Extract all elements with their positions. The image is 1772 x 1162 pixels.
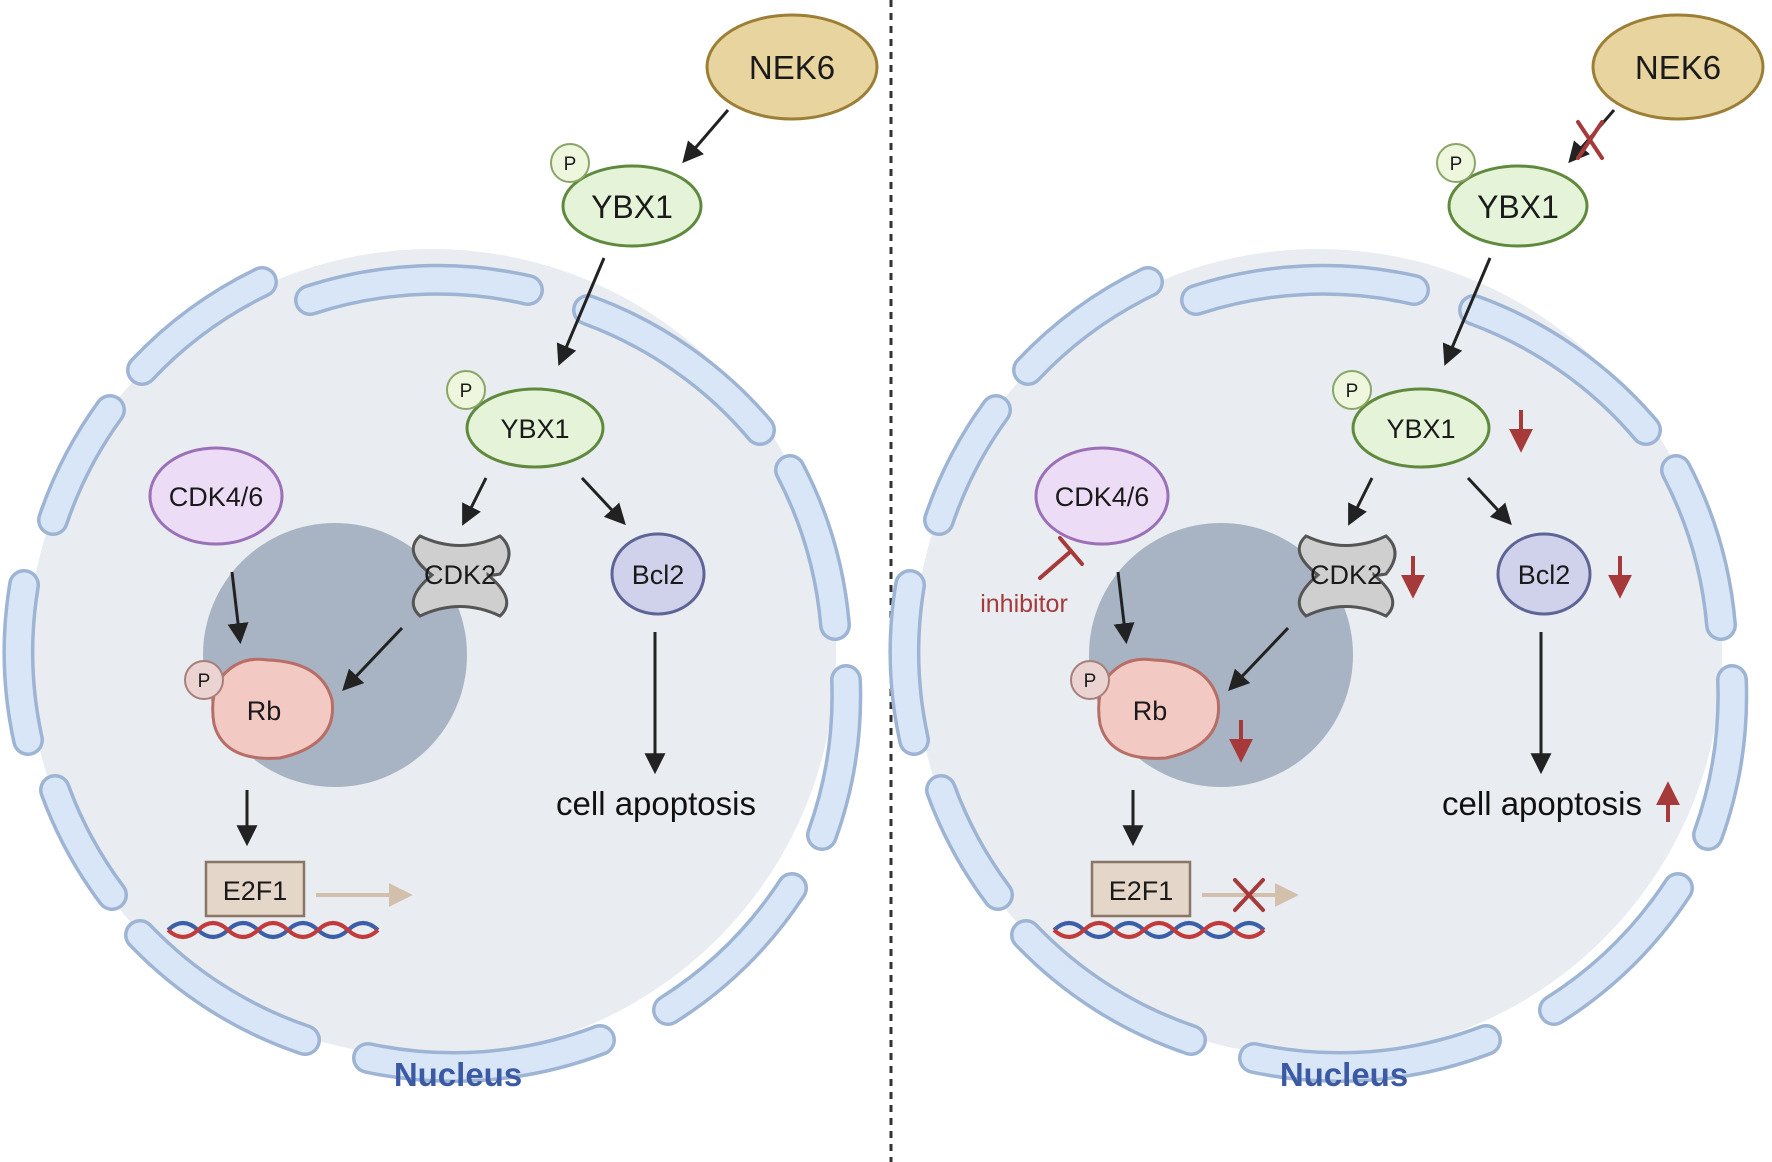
left-panel: NEK6 YBX1 P YBX1 P CDK4/6 CDK2 — [18, 13, 879, 1093]
e2f1-label: E2F1 — [1109, 876, 1174, 906]
arrow-ybx1-bcl2 — [1466, 476, 1512, 526]
rb-node: Rb P — [184, 657, 335, 760]
bcl2-node: Bcl2 — [1496, 532, 1592, 616]
inhibitor-tbar — [1038, 536, 1084, 580]
nucleus-label: Nucleus — [1280, 1056, 1408, 1093]
arrow-cdk2-rb — [1228, 626, 1290, 692]
cell-apoptosis-label: cell apoptosis — [556, 785, 756, 822]
left-arrows — [227, 109, 730, 847]
bcl2-label: Bcl2 — [632, 560, 685, 590]
cdk2-node: CDK2 — [411, 534, 511, 618]
red-trend-arrows — [1229, 410, 1680, 822]
nek6-node: NEK6 — [705, 13, 879, 121]
ybx1-nuclear-label: YBX1 — [500, 414, 569, 444]
phospho-label: P — [564, 154, 577, 175]
rb-label: Rb — [1133, 696, 1168, 726]
bcl2-label: Bcl2 — [1518, 560, 1571, 590]
phospho-badge — [1436, 143, 1476, 183]
ybx1-nuclear-node: YBX1 P — [446, 370, 605, 469]
ybx1-cytoplasm-label: YBX1 — [1477, 189, 1559, 225]
arrow-cdk2-rb — [342, 626, 404, 692]
ybx1-nuclear-label: YBX1 — [1386, 414, 1455, 444]
phospho-badge — [1332, 370, 1372, 410]
block-cross-transcription — [1233, 878, 1265, 912]
phospho-badge — [550, 143, 590, 183]
cdk46-label: CDK4/6 — [169, 482, 264, 512]
cdk46-label: CDK4/6 — [1055, 482, 1150, 512]
cdk46-node: CDK4/6 — [1034, 446, 1170, 546]
rb-label: Rb — [247, 696, 282, 726]
e2f1-node: E2F1 — [204, 860, 306, 918]
cell-apoptosis-label: cell apoptosis — [1442, 785, 1642, 822]
arrow-ybx1-cdk2 — [1348, 477, 1374, 526]
ybx1-cytoplasm-node: YBX1 P — [550, 143, 703, 248]
inhibitor-label: inhibitor — [980, 590, 1068, 618]
arrow-ybx1-translocation — [556, 257, 606, 366]
phospho-label: P — [198, 671, 211, 692]
nucleus-label: Nucleus — [394, 1056, 522, 1093]
phospho-label: P — [460, 381, 473, 402]
cdk2-label: CDK2 — [1310, 560, 1382, 590]
arrow-nek6-ybx1 — [682, 109, 730, 164]
e2f1-node: E2F1 — [1090, 860, 1192, 918]
nek6-label: NEK6 — [749, 49, 835, 86]
arrow-cdk46-rb — [1113, 571, 1135, 645]
ybx1-cytoplasm-label: YBX1 — [591, 189, 673, 225]
phospho-label: P — [1346, 381, 1359, 402]
block-cross-nek6 — [1576, 120, 1604, 160]
e2f1-label: E2F1 — [223, 876, 288, 906]
phospho-badge — [446, 370, 486, 410]
arrow-ybx1-translocation — [1442, 257, 1492, 366]
nucleus-cell-right — [904, 249, 1732, 1067]
phospho-label: P — [1084, 671, 1097, 692]
bcl2-node: Bcl2 — [610, 532, 706, 616]
cdk2-node: CDK2 — [1297, 534, 1397, 618]
arrow-ybx1-cdk2 — [462, 477, 488, 526]
ybx1-cytoplasm-node: YBX1 P — [1436, 143, 1589, 248]
arrow-cdk46-rb — [227, 571, 249, 645]
arrow-ybx1-bcl2 — [580, 476, 626, 526]
ybx1-nuclear-node: YBX1 P — [1332, 370, 1491, 469]
right-panel: inhibitor NEK6 YBX1 P YBX1 P — [904, 13, 1765, 1093]
phospho-label: P — [1450, 154, 1463, 175]
phospho-badge — [184, 660, 224, 700]
cdk46-node: CDK4/6 — [148, 446, 284, 546]
nucleus-cell-left — [18, 249, 846, 1067]
right-arrows — [1113, 109, 1616, 847]
nek6-label: NEK6 — [1635, 49, 1721, 86]
phospho-badge — [1070, 660, 1110, 700]
nek6-node: NEK6 — [1591, 13, 1765, 121]
cdk2-label: CDK2 — [424, 560, 496, 590]
rb-node: Rb P — [1070, 657, 1221, 760]
